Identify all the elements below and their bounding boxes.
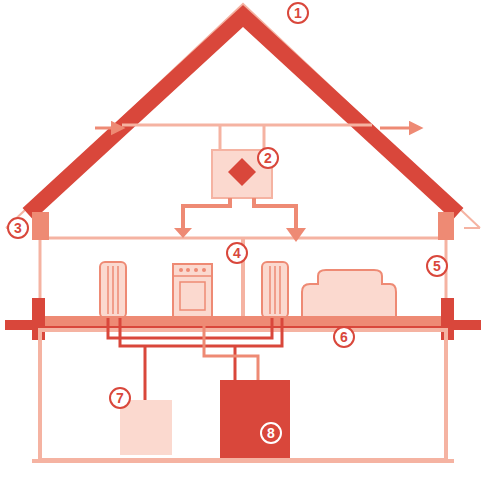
- callout-number: 8: [260, 422, 282, 444]
- basement-floor: [32, 459, 454, 463]
- roof-insulation: [28, 16, 458, 214]
- exhaust-duct: [254, 198, 296, 228]
- boiler: [220, 380, 290, 458]
- wall-junction: [32, 212, 49, 240]
- air-out-arrow: [380, 127, 416, 130]
- wall-junction: [438, 212, 454, 240]
- callout-number: 4: [226, 242, 248, 264]
- radiator-fin: [269, 266, 271, 314]
- radiator: [262, 262, 288, 318]
- callout-number: 7: [109, 387, 131, 409]
- radiator: [100, 262, 126, 318]
- callout-number: 6: [333, 326, 355, 348]
- radiator-fin: [107, 266, 109, 314]
- vent-duct: [219, 125, 222, 150]
- radiator-fin: [279, 266, 281, 314]
- heating-pipe: [108, 318, 272, 338]
- callout-number: 2: [257, 147, 279, 169]
- heating-pipe: [234, 346, 237, 380]
- vent-duct: [122, 124, 372, 127]
- basement-walls: [40, 330, 446, 460]
- stove-knob: [202, 268, 206, 272]
- radiator-fin: [117, 266, 119, 314]
- roof-outline: [6, 4, 480, 228]
- radiator-fin: [112, 266, 114, 314]
- stove-oven: [180, 282, 205, 310]
- callout-number: 5: [426, 255, 448, 277]
- heating-pipe: [144, 346, 147, 400]
- stove-knob: [186, 268, 190, 272]
- callout-number: 3: [7, 217, 29, 239]
- exhaust-outlet: [286, 228, 306, 242]
- gas-pipe: [204, 318, 258, 380]
- stove-knob: [194, 268, 198, 272]
- sofa: [302, 270, 396, 318]
- stove: [173, 264, 212, 318]
- stove-panel: [173, 275, 212, 277]
- air-in-arrow: [95, 127, 118, 130]
- eave: [464, 227, 480, 229]
- radiator-fin: [274, 266, 276, 314]
- stove-knob: [179, 268, 183, 272]
- storage-tank: [120, 400, 172, 455]
- heat-exchanger: [228, 158, 256, 186]
- supply-outlet: [174, 228, 192, 238]
- supply-duct: [183, 198, 230, 228]
- callout-number: 1: [287, 2, 309, 24]
- heating-pipe: [120, 318, 282, 346]
